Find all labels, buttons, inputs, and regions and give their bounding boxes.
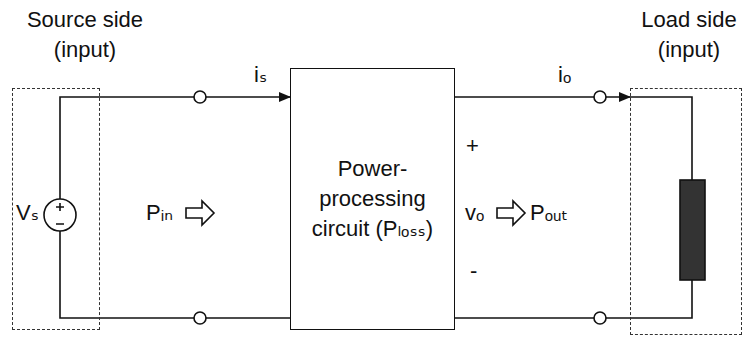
load-resistor (680, 180, 705, 280)
signal-label: Pₒᵤₜ (530, 200, 568, 226)
terminal (594, 312, 606, 324)
process-box: Power-processing circuit (Pₗₒₛₛ) (290, 68, 455, 330)
signal-label: - (470, 258, 477, 284)
source-wire (60, 231, 100, 318)
signal-label: vₒ (465, 200, 484, 226)
current-label: iₛ (252, 62, 269, 88)
voltage-source-symbol (44, 199, 76, 231)
terminal (194, 312, 206, 324)
region-heading: Load side (input) (633, 5, 745, 65)
region-heading: Source side (input) (5, 5, 165, 65)
power-flow-arrow (186, 201, 214, 225)
power-flow-arrow (497, 201, 525, 225)
terminal (194, 91, 206, 103)
current-label: iₒ (556, 62, 573, 88)
signal-label: Vₛ (16, 200, 39, 226)
load-wire (630, 280, 692, 318)
signal-label: Pᵢₙ (146, 200, 173, 226)
load-wire (630, 97, 692, 180)
terminal (594, 91, 606, 103)
signal-label: + (466, 133, 479, 159)
process-label: Power-processing circuit (Pₗₒₛₛ) (307, 154, 439, 244)
region-box: Load side (input) (630, 88, 742, 335)
source-wire (60, 97, 100, 199)
source-polarity-mark (56, 203, 64, 224)
